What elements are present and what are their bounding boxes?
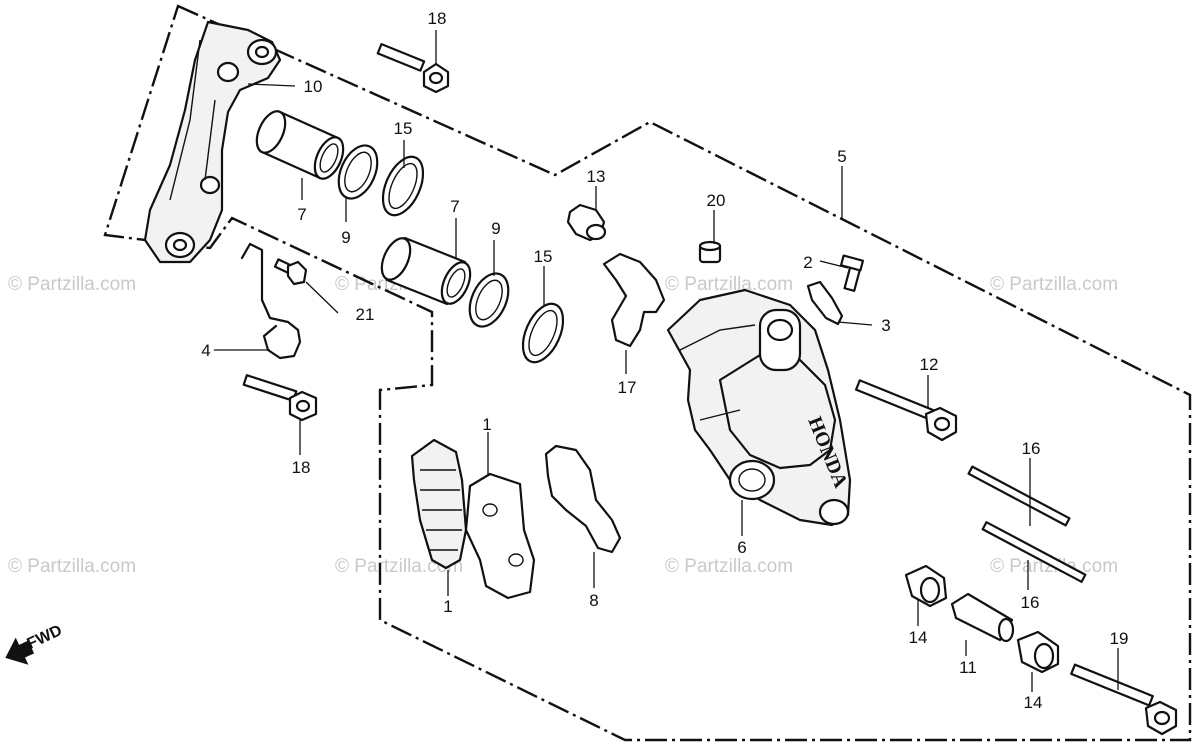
callout-5: 5 [837, 147, 846, 166]
leader-lines [214, 30, 1119, 692]
cap-part-20 [698, 240, 722, 264]
bolt-part-21 [273, 258, 308, 286]
seal-part-9-lower [468, 272, 510, 328]
bolt-part-12 [854, 379, 958, 442]
clip-part-3 [806, 280, 844, 326]
callout-15: 15 [534, 247, 553, 266]
bolt-part-2 [839, 254, 865, 292]
watermark: © Partzilla.com [990, 274, 1118, 295]
watermark: © Partzilla.com [665, 274, 793, 295]
callout-7: 7 [450, 197, 459, 216]
callout-13: 13 [587, 167, 606, 186]
watermark: © Partzilla.com [335, 556, 463, 577]
callout-18: 18 [292, 458, 311, 477]
callout-14: 14 [909, 628, 928, 647]
callout-9: 9 [491, 219, 500, 238]
boot-part-14-upper [904, 564, 948, 608]
callout-16: 16 [1022, 439, 1041, 458]
callout-3: 3 [881, 316, 890, 335]
bolt-part-19 [1070, 663, 1178, 736]
bleed-valve-part-13 [566, 203, 607, 242]
callout-8: 8 [589, 591, 598, 610]
callout-19: 19 [1110, 629, 1129, 648]
callout-4: 4 [201, 341, 210, 360]
callout-12: 12 [920, 355, 939, 374]
callout-14: 14 [1024, 693, 1043, 712]
bracket-part-17 [602, 252, 666, 348]
callout-18: 18 [428, 9, 447, 28]
callout-17: 17 [618, 378, 637, 397]
callout-20: 20 [707, 191, 726, 210]
callout-1: 1 [482, 415, 491, 434]
pin-part-16-lower [981, 521, 1087, 583]
bolt-part-18-top [376, 43, 450, 94]
watermarks: © Partzilla.com © Partzilla.com © Partzi… [8, 274, 1118, 577]
brake-pad-part-1-right [464, 472, 536, 600]
sleeve-part-11 [950, 592, 1015, 643]
assembly-border [103, 4, 1192, 742]
callout-16: 16 [1021, 593, 1040, 612]
caliper-bracket-part-10 [143, 20, 282, 264]
seal-part-15-lower [521, 302, 565, 364]
callout-10: 10 [304, 77, 323, 96]
fwd-label: FWD [25, 622, 65, 653]
seal-part-15-upper [381, 155, 425, 217]
forward-direction-arrow: FWD [5, 622, 65, 665]
callout-21: 21 [356, 305, 375, 324]
callout-9: 9 [341, 228, 350, 247]
brake-pad-part-1-left [410, 438, 468, 570]
caliper-body-part-6: HONDA [666, 288, 852, 527]
callout-labels: 18 10 15 7 9 7 9 15 13 20 5 2 3 21 4 18 … [201, 9, 1128, 712]
piston-part-7-lower [380, 236, 472, 306]
callout-7: 7 [297, 205, 306, 224]
watermark: © Partzilla.com [8, 556, 136, 577]
callout-6: 6 [737, 538, 746, 557]
callout-2: 2 [803, 253, 812, 272]
watermark: © Partzilla.com [665, 556, 793, 577]
pad-spring-part-4 [240, 242, 302, 360]
callout-15: 15 [394, 119, 413, 138]
bolt-part-18-bottom [242, 374, 318, 422]
boot-part-14-lower [1016, 630, 1060, 674]
callout-1: 1 [443, 597, 452, 616]
pin-part-16-upper [967, 465, 1071, 527]
piston-part-7-upper [255, 110, 345, 180]
callout-11: 11 [959, 658, 977, 677]
pad-retainer-part-8 [544, 444, 622, 554]
watermark: © Partzilla.com [8, 274, 136, 295]
